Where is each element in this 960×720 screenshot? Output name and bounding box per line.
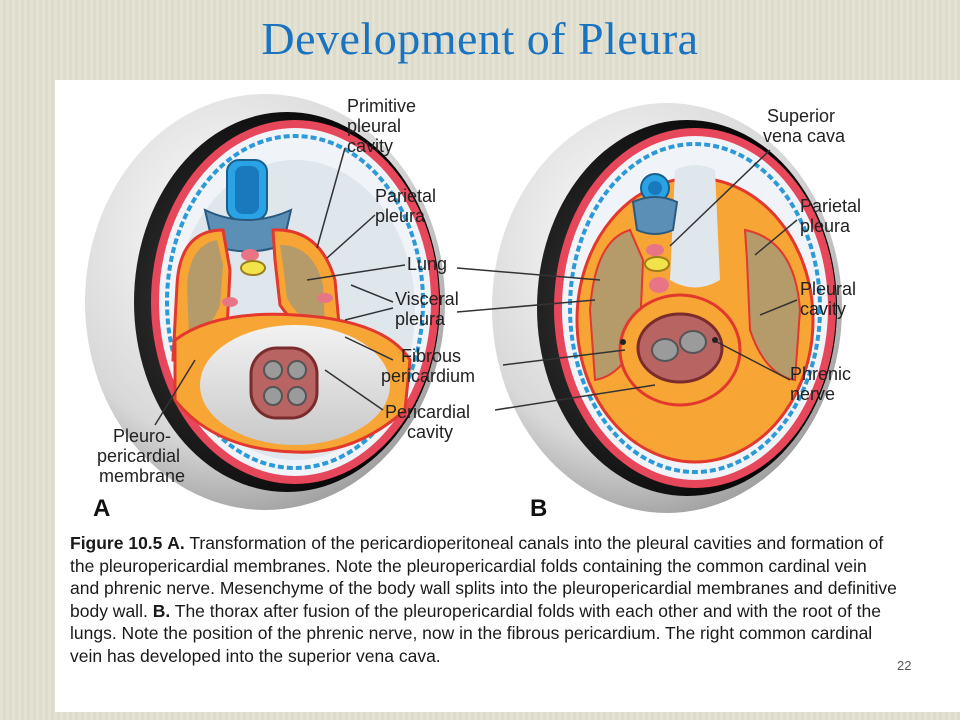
spinal-canal-a — [235, 166, 259, 214]
heart-chamber-3-a — [263, 386, 283, 406]
cardinal-vein-left-a — [222, 297, 238, 307]
pleura-development-diagram: Primitive pleural cavity Parietal pleura… — [85, 94, 866, 522]
figure-panel: Primitive pleural cavity Parietal pleura… — [55, 80, 960, 712]
heart-chamber-1-b — [651, 338, 679, 362]
page-number: 22 — [897, 658, 912, 673]
diagram-b: Superior vena cava Parietal pleura Pleur… — [456, 103, 866, 522]
caption-b-text: The thorax after fusion of the pleuroper… — [70, 600, 881, 666]
label-fibrous-pericardium: Fibrous pericardium — [381, 346, 475, 386]
heart-b — [636, 312, 724, 384]
label-visceral-pleura: Visceral pleura — [395, 289, 464, 329]
mediastinum-b — [670, 165, 720, 288]
label-superior-vena-cava: Superior vena cava — [763, 106, 846, 146]
caption-b-marker: B. — [152, 600, 171, 621]
esophagus-a — [241, 249, 259, 261]
lung-right-b — [743, 228, 802, 382]
heart-chamber-2-a — [287, 360, 307, 380]
cardinal-vein-right-a — [317, 293, 333, 303]
lung-left-a — [187, 240, 223, 335]
label-pericardial-cavity: Pericardial cavity — [385, 402, 475, 442]
diagram-a: Primitive pleural cavity Parietal pleura… — [85, 94, 475, 522]
slide-title: Development of Pleura — [261, 13, 699, 64]
spinal-canal-b — [648, 181, 662, 195]
leader-lines-a — [154, 147, 406, 426]
aorta-b — [649, 277, 669, 293]
heart-chamber-4-a — [287, 386, 307, 406]
label-phrenic-nerve: Phrenic nerve — [790, 364, 856, 404]
figure-caption: Figure 10.5 A. Transformation of the per… — [70, 532, 900, 667]
panel-letter-b: B — [530, 495, 547, 522]
caption-figure-ref: Figure 10.5 — [70, 533, 163, 553]
caption-a-text: Transformation of the pericardioperitone… — [70, 533, 897, 621]
label-parietal-pleura-b: Parietal pleura — [800, 196, 866, 236]
body-wall-lining-b — [568, 142, 822, 474]
vertebra-a — [203, 208, 293, 253]
leader-lines-b — [456, 149, 798, 411]
heart-chamber-2-b — [679, 330, 707, 354]
caption-a-marker: A. — [167, 533, 185, 553]
trachea-b — [644, 256, 670, 272]
label-pleural-cavity: Pleural cavity — [800, 279, 861, 319]
trachea-a — [240, 260, 266, 276]
label-lung: Lung — [407, 254, 447, 274]
label-pleuropericardial-membrane: Pleuro- pericardial membrane — [97, 426, 185, 486]
phrenic-nerve-left-b — [620, 339, 626, 345]
label-primitive-pleural-cavity: Primitive pleural cavity — [347, 96, 421, 156]
vertebra-b — [631, 196, 679, 235]
phrenic-nerve-right-b — [712, 337, 718, 343]
svc-b — [646, 244, 664, 256]
heart-chamber-1-a — [263, 360, 283, 380]
heart-a — [249, 346, 319, 420]
panel-letter-a: A — [93, 495, 110, 522]
body-wall-lining-a — [165, 134, 425, 470]
lung-right-a — [280, 245, 325, 325]
label-parietal-pleura-a: Parietal pleura — [375, 186, 441, 226]
